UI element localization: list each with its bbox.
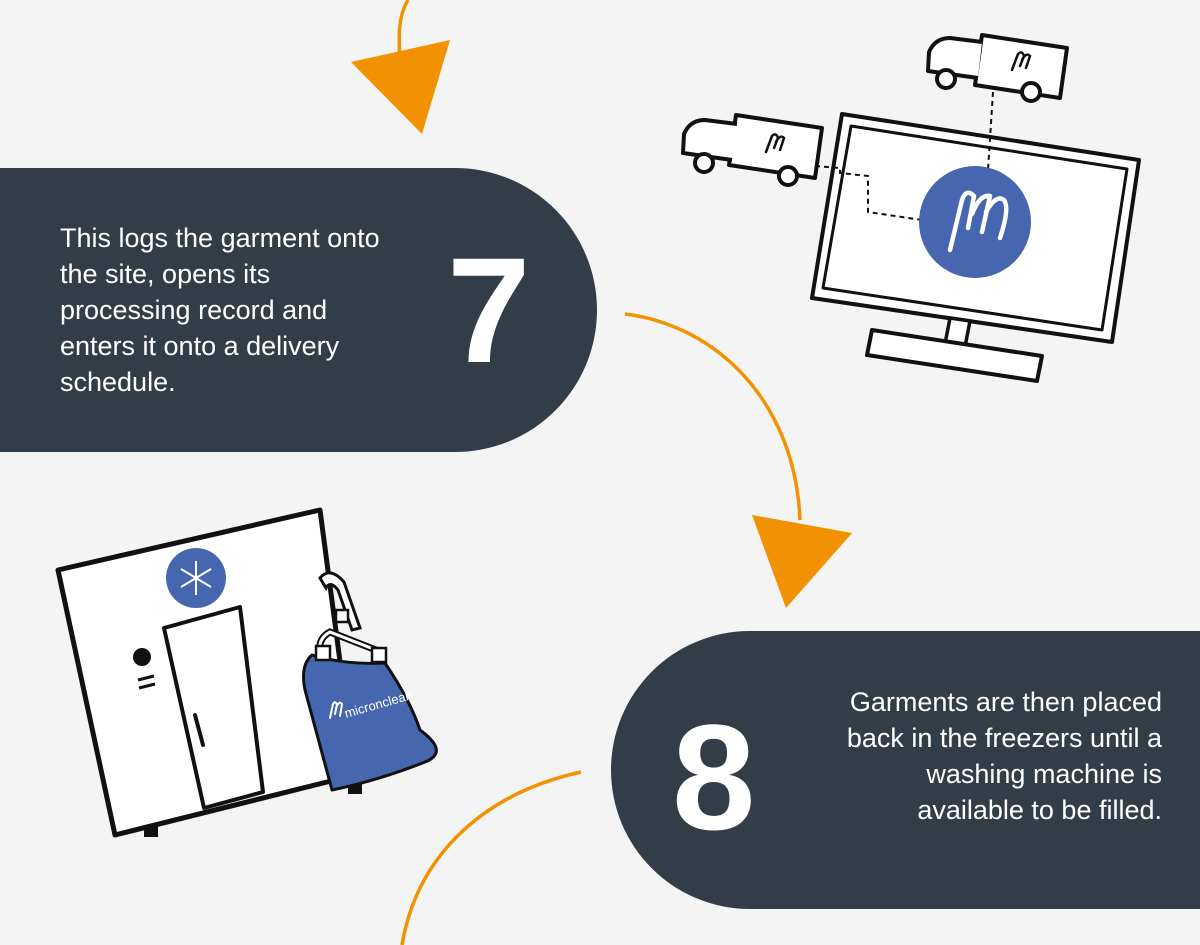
step-8-description: Garments are then placed back in the fre… bbox=[846, 687, 1162, 825]
laundry-bag-icon: micronclean bbox=[302, 571, 438, 792]
flow-arrow-bottom bbox=[400, 770, 582, 945]
computer-monitor-icon bbox=[810, 91, 1141, 383]
step-7-number: 7 bbox=[447, 226, 531, 394]
micronclean-logo-icon bbox=[919, 166, 1031, 278]
step-8-number: 8 bbox=[672, 693, 756, 861]
freezer-icon bbox=[55, 507, 362, 838]
flow-arrow-middle bbox=[624, 312, 852, 608]
step-8-panel bbox=[611, 631, 1200, 909]
step-7-description: This logs the garment onto the site, ope… bbox=[60, 223, 380, 397]
snowflake-icon bbox=[166, 548, 226, 608]
step-7-panel bbox=[0, 168, 597, 452]
delivery-truck-icon bbox=[681, 113, 824, 187]
flow-arrow-top bbox=[351, 0, 450, 134]
delivery-truck-icon bbox=[926, 33, 1069, 103]
